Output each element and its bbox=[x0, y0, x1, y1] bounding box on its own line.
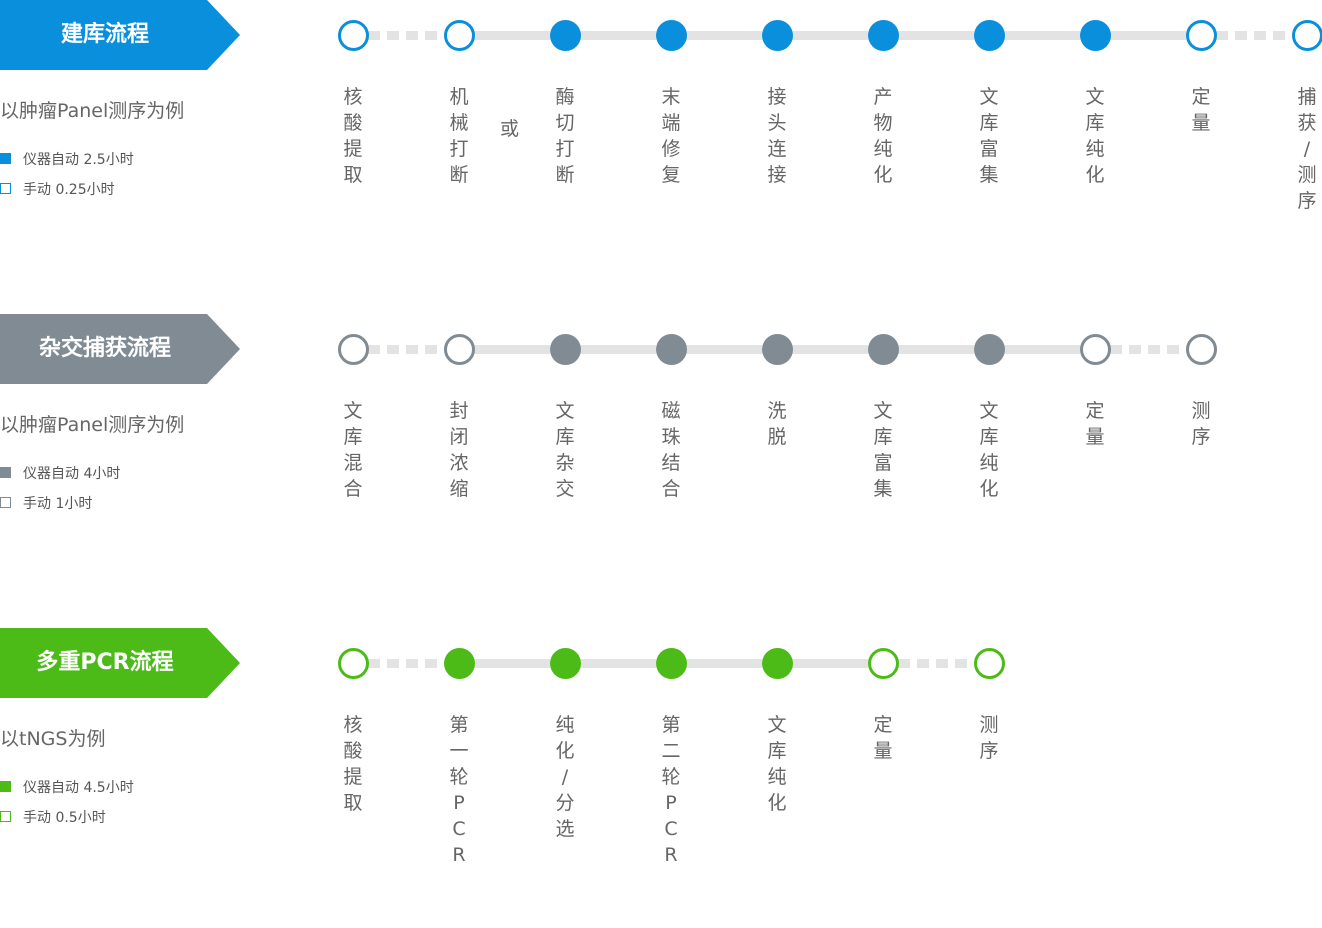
step-node-filled bbox=[974, 20, 1005, 51]
step-node-filled bbox=[974, 334, 1005, 365]
step-label: 文库纯化 bbox=[762, 712, 792, 816]
step-label: 文库富集 bbox=[868, 398, 898, 502]
step-node-hollow bbox=[1080, 334, 1111, 365]
connector-dashed bbox=[898, 659, 974, 668]
connector-solid bbox=[474, 31, 550, 40]
step-node-filled bbox=[656, 648, 687, 679]
section-library: 建库流程以肿瘤Panel测序为例仪器自动 2.5小时手动 0.25小时核酸提取机… bbox=[0, 0, 1322, 300]
connector-dashed bbox=[368, 345, 444, 354]
step-node-filled bbox=[762, 648, 793, 679]
or-label: 或 bbox=[500, 114, 519, 141]
step-label: 封闭浓缩 bbox=[444, 398, 474, 502]
connector-solid bbox=[580, 659, 656, 668]
step-node-filled bbox=[762, 20, 793, 51]
step-label: 接头连接 bbox=[762, 84, 792, 188]
step-label: 文库富集 bbox=[974, 84, 1004, 188]
step-node-hollow bbox=[338, 20, 369, 51]
step-node-hollow bbox=[1186, 334, 1217, 365]
step-label: 测序 bbox=[974, 712, 1004, 764]
step-node-filled bbox=[656, 334, 687, 365]
connector-solid bbox=[474, 345, 550, 354]
connector-solid bbox=[686, 31, 762, 40]
step-node-filled bbox=[444, 648, 475, 679]
step-label: 纯化/分选 bbox=[550, 712, 580, 842]
step-label: 核酸提取 bbox=[338, 84, 368, 188]
step-label: 产物纯化 bbox=[868, 84, 898, 188]
step-node-filled bbox=[550, 334, 581, 365]
connector-solid bbox=[1004, 345, 1080, 354]
connector-solid bbox=[898, 31, 974, 40]
step-label: 酶切打断 bbox=[550, 84, 580, 188]
step-label: 洗脱 bbox=[762, 398, 792, 450]
step-node-filled bbox=[868, 334, 899, 365]
step-node-filled bbox=[1080, 20, 1111, 51]
step-label: 定量 bbox=[868, 712, 898, 764]
connector-solid bbox=[898, 345, 974, 354]
timeline: 核酸提取 机械打断 酶切打断 末端修复 接头连接 产物纯化 文库富集 文库纯化 定量 捕获/测序 或 bbox=[0, 0, 1322, 300]
step-label: 磁珠结合 bbox=[656, 398, 686, 502]
step-node-hollow bbox=[1292, 20, 1322, 51]
connector-solid bbox=[792, 345, 868, 354]
step-label: 末端修复 bbox=[656, 84, 686, 188]
step-label: 文库混合 bbox=[338, 398, 368, 502]
step-label: 核酸提取 bbox=[338, 712, 368, 816]
connector-solid bbox=[580, 31, 656, 40]
connector-dashed bbox=[368, 659, 444, 668]
connector-solid bbox=[686, 659, 762, 668]
step-label: 定量 bbox=[1080, 398, 1110, 450]
step-node-hollow bbox=[974, 648, 1005, 679]
connector-dashed bbox=[1216, 31, 1292, 40]
connector-dashed bbox=[368, 31, 444, 40]
step-node-hollow bbox=[444, 334, 475, 365]
step-node-hollow bbox=[1186, 20, 1217, 51]
connector-solid bbox=[1004, 31, 1080, 40]
connector-solid bbox=[1110, 31, 1186, 40]
step-node-hollow bbox=[338, 648, 369, 679]
step-label: 机械打断 bbox=[444, 84, 474, 188]
step-node-filled bbox=[868, 20, 899, 51]
connector-solid bbox=[792, 659, 868, 668]
connector-solid bbox=[792, 31, 868, 40]
connector-solid bbox=[474, 659, 550, 668]
step-label: 文库杂交 bbox=[550, 398, 580, 502]
step-node-hollow bbox=[868, 648, 899, 679]
step-label: 文库纯化 bbox=[1080, 84, 1110, 188]
step-label: 文库纯化 bbox=[974, 398, 1004, 502]
step-label: 定量 bbox=[1186, 84, 1216, 136]
connector-solid bbox=[686, 345, 762, 354]
step-node-filled bbox=[656, 20, 687, 51]
step-node-filled bbox=[550, 648, 581, 679]
step-node-filled bbox=[550, 20, 581, 51]
step-label: 捕获/测序 bbox=[1292, 84, 1322, 214]
step-node-hollow bbox=[444, 20, 475, 51]
timeline: 文库混合 封闭浓缩 文库杂交 磁珠结合 洗脱 文库富集 文库纯化 定量 测序 bbox=[0, 314, 1322, 614]
step-node-hollow bbox=[338, 334, 369, 365]
step-label: 测序 bbox=[1186, 398, 1216, 450]
connector-dashed bbox=[1110, 345, 1186, 354]
step-node-filled bbox=[762, 334, 793, 365]
section-hybrid: 杂交捕获流程以肿瘤Panel测序为例仪器自动 4小时手动 1小时文库混合封闭浓缩… bbox=[0, 314, 1322, 614]
connector-solid bbox=[580, 345, 656, 354]
